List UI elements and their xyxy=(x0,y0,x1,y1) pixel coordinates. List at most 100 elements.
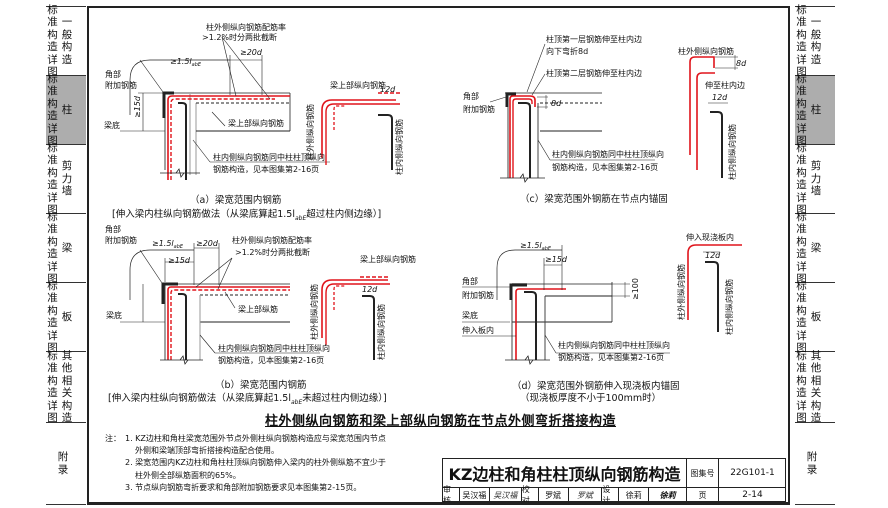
sidebar-tab[interactable]: 标准构造详图其他相关构造 xyxy=(795,349,835,425)
fig-a-beam-bottom-label: 梁底 xyxy=(104,120,120,130)
fig-a-side-inner-col: 柱内侧纵向钢筋 xyxy=(394,119,404,175)
fig-b-dim-15lab: ≥1.5labE xyxy=(152,239,184,250)
subcaption-b: [伸入梁内柱纵向钢筋做法（从梁底算起1.5labE未超过柱内侧边缘）] xyxy=(108,393,387,406)
sidebar-tab[interactable]: 标准构造详图板 xyxy=(795,279,835,355)
sidebar-tab-std-label: 标准构造详图 xyxy=(47,210,58,286)
sidebar-tab[interactable]: 标准构造详图柱 xyxy=(46,72,86,148)
sidebar-tab-label: 板 xyxy=(61,310,73,323)
fig-b-side-inner-col: 柱内侧纵向钢筋 xyxy=(376,304,386,360)
sidebar-tab[interactable]: 附录 xyxy=(46,423,86,505)
fig-a-beam-top-bar: 梁上部纵向钢筋 xyxy=(228,118,284,128)
fig-b-side-outer-col: 柱外侧纵向钢筋 xyxy=(309,284,319,340)
fig-a-corner-bar-label2: 附加钢筋 xyxy=(105,80,137,90)
fig-a-dim-15lab: ≥1.5labE xyxy=(170,57,202,68)
fig-c-dim-8d: 8d xyxy=(551,99,562,108)
caption-a: （a）梁宽范围内钢筋 xyxy=(190,195,282,206)
figure-a xyxy=(120,36,400,180)
fig-d-side-outer-col: 柱外侧纵向钢筋 xyxy=(676,264,686,320)
title-block: KZ边柱和角柱柱顶纵向钢筋构造 图集号 22G101-1 审核 吴汉福 吴汉福 … xyxy=(442,458,786,505)
drawing-title: KZ边柱和角柱柱顶纵向钢筋构造 xyxy=(443,459,687,488)
sidebar-tab-label: 梁 xyxy=(810,241,822,254)
page-label: 页 xyxy=(687,488,719,502)
sidebar-tab-label: 附录 xyxy=(806,451,818,476)
sidebar-tab-std-label: 标准构造详图 xyxy=(796,210,807,286)
fig-c-corner-bar-label2: 附加钢筋 xyxy=(463,104,495,114)
fig-d-corner-bar-label2: 附加钢筋 xyxy=(462,290,494,300)
sidebar-tab-std-label: 标准构造详图 xyxy=(796,279,807,355)
main-heading: 柱外侧纵向钢筋和梁上部纵向钢筋在节点外侧弯折搭接构造 xyxy=(265,414,617,429)
fig-c-top-layer2: 柱顶第二层钢筋伸至柱内边 xyxy=(546,68,642,78)
figure-b xyxy=(120,243,390,365)
fig-a-dim-12d: 12d xyxy=(380,85,396,94)
sidebar-tab-std-label: 标准构造详图 xyxy=(47,3,58,79)
fig-d-dim-100: ≥100 xyxy=(631,278,640,300)
figure-c xyxy=(489,43,738,183)
sidebar-tab[interactable]: 标准构造详图柱 xyxy=(795,73,835,147)
check-name: 罗斌 xyxy=(539,488,569,502)
sidebar-tab-label: 其他相关构造 xyxy=(810,349,822,425)
sidebar-tab-label: 剪力墙 xyxy=(61,160,73,198)
notes: 注：1. KZ边柱和角柱梁宽范围外节点外侧柱纵向钢筋构造应与梁宽范围内节点 外侧… xyxy=(105,433,386,494)
side-inner-bar xyxy=(378,114,393,170)
sidebar-tab[interactable]: 标准构造详图其他相关构造 xyxy=(46,349,86,425)
note-item: 3. 节点纵向钢筋弯折要求和角部附加钢筋要求见本图集第2-15页。 xyxy=(125,482,362,492)
sidebar-tab[interactable]: 标准构造详图梁 xyxy=(46,210,86,286)
fig-b-side-beam-top: 梁上部纵向钢筋 xyxy=(360,254,416,264)
subcaption-d: （现浇板厚度不小于100mm时） xyxy=(520,393,662,404)
fig-c-corner-bar-label: 角部 xyxy=(463,91,479,101)
fig-a-inner-note1: 柱内侧纵向钢筋同中柱柱顶纵向 xyxy=(213,152,325,162)
sidebar-tab-std-label: 标准构造详图 xyxy=(796,141,807,217)
sidebar-tab-std-label: 标准构造详图 xyxy=(47,72,58,148)
fig-b-inner-note1: 柱内侧纵向钢筋同中柱柱顶纵向 xyxy=(218,343,330,353)
sidebar-tab-std-label: 标准构造详图 xyxy=(796,3,807,79)
side-outer-bar xyxy=(321,99,396,158)
fig-c-side-dim-8d: 8d xyxy=(736,59,747,68)
sidebar-tab[interactable]: 附录 xyxy=(795,423,835,505)
fig-a-inner-note2: 钢筋构造，见本图集第2-16页 xyxy=(213,164,319,174)
sidebar-tab-std-label: 标准构造详图 xyxy=(47,279,58,355)
fig-d-inner-note2: 钢筋构造，见本图集第2-16页 xyxy=(558,352,664,362)
subcaption-a: [伸入梁内柱纵向钢筋做法（从梁底算起1.5labE超过柱内侧边缘）] xyxy=(112,209,382,222)
fig-a-cut-note1: 柱外侧纵向钢筋配筋率 xyxy=(206,22,286,32)
sidebar-tab[interactable]: 标准构造详图梁 xyxy=(795,210,835,286)
fig-d-side-inner-col: 柱内侧纵向钢筋 xyxy=(724,279,734,335)
fig-b-cut-note2: >1.2%时分两批截断 xyxy=(235,247,310,257)
caption-d: （d）梁宽范围外钢筋伸入现浇板内锚固 xyxy=(512,381,680,392)
sidebar-tab[interactable]: 标准构造详图一般构造 xyxy=(795,3,835,79)
fig-b-inner-note2: 钢筋构造，见本图集第2-16页 xyxy=(218,355,324,365)
page-number: 2-14 xyxy=(742,490,763,500)
fig-c-side-to-inner: 伸至柱内边 xyxy=(705,80,745,90)
caption-c: （c）梁宽范围外钢筋在节点内锚固 xyxy=(520,194,668,205)
sidebar-tab-label: 剪力墙 xyxy=(810,160,822,198)
right-sidebar: 标准构造详图一般构造标准构造详图柱标准构造详图剪力墙标准构造详图梁标准构造详图板… xyxy=(795,3,835,505)
fig-c-side-outer-col: 柱外侧纵向钢筋 xyxy=(678,46,734,56)
fig-a-cut-note2: >1.2%时分两批截断 xyxy=(202,32,277,42)
sidebar-tab[interactable]: 标准构造详图一般构造 xyxy=(46,3,86,79)
note-item: 1. KZ边柱和角柱梁宽范围外节点外侧柱纵向钢筋构造应与梁宽范围内节点 xyxy=(125,434,386,443)
fig-a-side-beam-top: 梁上部纵向钢筋 xyxy=(330,80,386,90)
sidebar-tab-label: 一般构造 xyxy=(810,16,822,66)
fig-d-dim-15lab: ≥1.5labE xyxy=(520,241,552,252)
notes-label: 注： xyxy=(105,434,121,443)
fig-d-beam-bottom-label: 梁底 xyxy=(462,310,478,320)
fig-c-dim-12d: 12d xyxy=(712,93,728,102)
signature-row: 审核 吴汉福 吴汉福 校对 罗斌 罗斌 设计 徐莉 徐莉 xyxy=(443,485,687,505)
left-sidebar: 标准构造详图一般构造标准构造详图柱标准构造详图剪力墙标准构造详图梁标准构造详图板… xyxy=(46,3,86,505)
sidebar-tab-std-label: 标准构造详图 xyxy=(47,349,58,425)
figure-d xyxy=(462,244,742,365)
sidebar-tab[interactable]: 标准构造详图剪力墙 xyxy=(46,142,86,216)
design-name: 徐莉 xyxy=(619,488,650,502)
design-label: 设计 xyxy=(602,485,620,505)
note-item: 柱外侧全部纵筋面积的65%。 xyxy=(135,470,241,480)
fig-c-inner-note2: 钢筋构造，见本图集第2-16页 xyxy=(552,162,658,172)
review-label: 审核 xyxy=(443,485,460,505)
sidebar-tab-label: 梁 xyxy=(61,241,73,254)
sidebar-tab[interactable]: 标准构造详图板 xyxy=(46,279,86,355)
bottom-border xyxy=(87,502,790,505)
sidebar-tab[interactable]: 标准构造详图剪力墙 xyxy=(795,141,835,217)
fig-c-inner-note1: 柱内侧纵向钢筋同中柱柱顶纵向 xyxy=(552,149,664,159)
fig-c-top-layer1-b: 向下弯折8d xyxy=(546,46,588,56)
check-label: 校对 xyxy=(522,485,539,505)
fig-d-dim-12d: 12d xyxy=(705,251,721,260)
